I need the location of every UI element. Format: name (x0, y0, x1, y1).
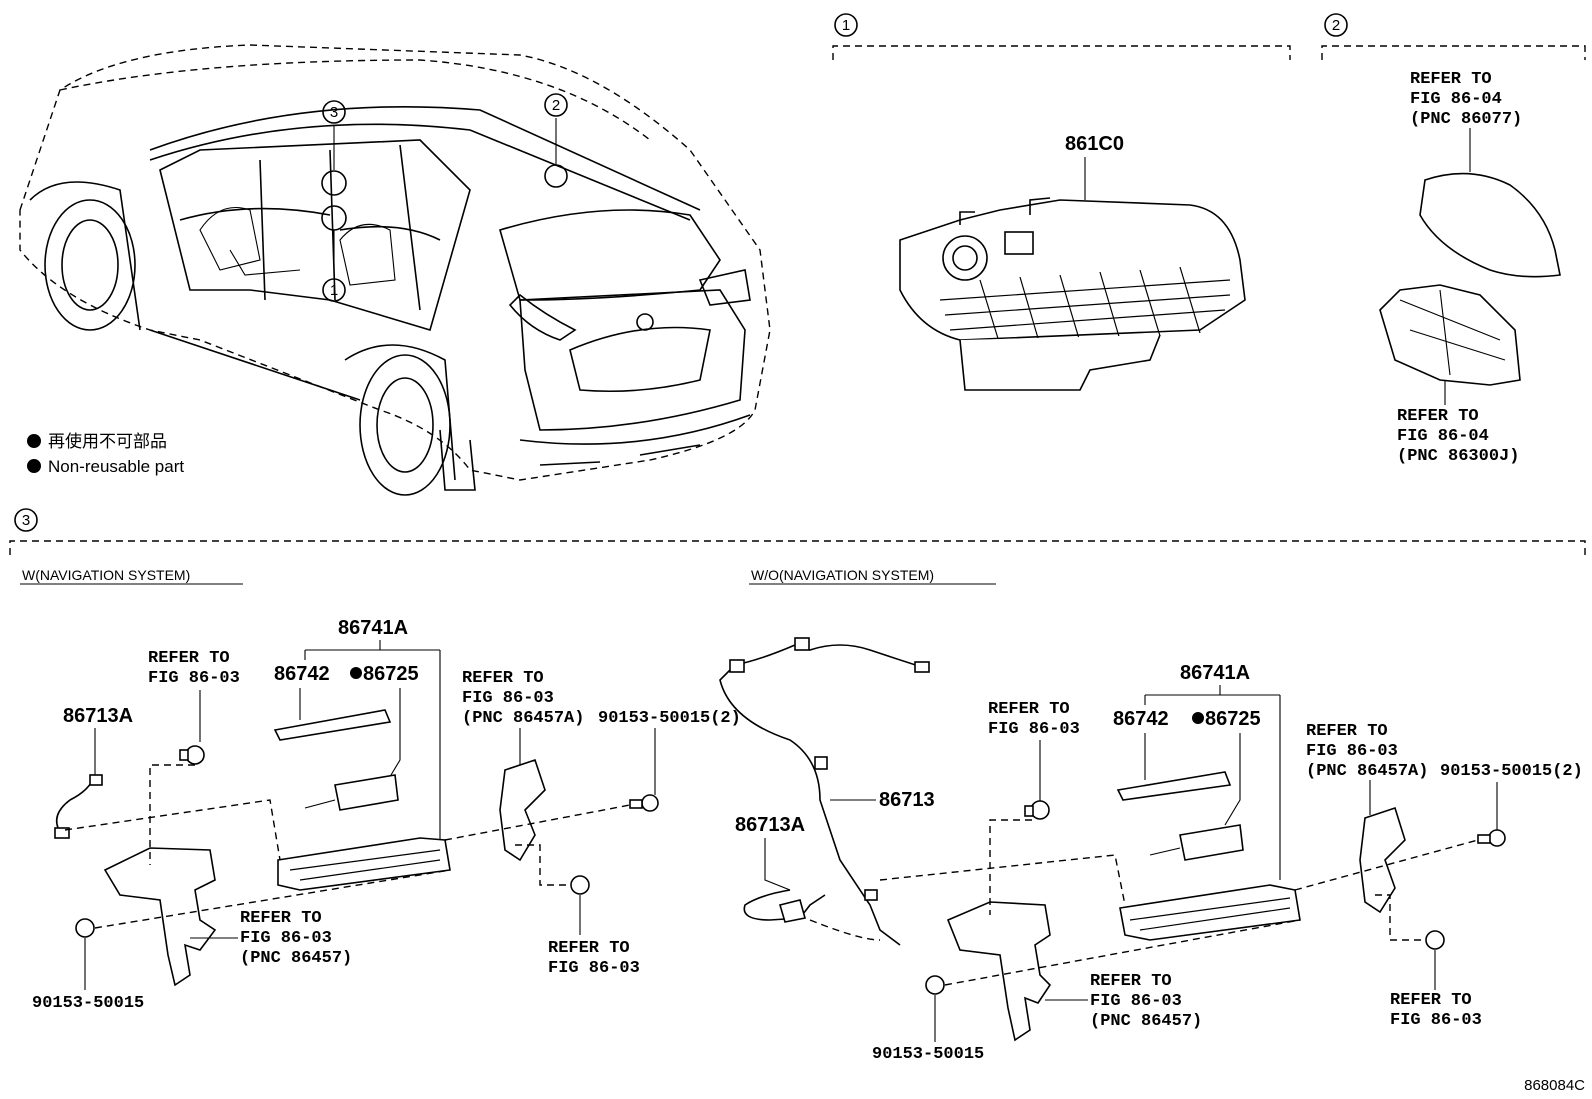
vehicle-marker-3: 3 (322, 100, 346, 124)
without-nav-ref-bracket-1: REFER TO (1306, 722, 1388, 741)
section-1: 1 861C0 (832, 13, 1291, 391)
non-reusable-dot-icon (350, 667, 362, 679)
with-nav-title: W(NAVIGATION SYSTEM) (22, 567, 190, 583)
without-navigation-group: W/O(NAVIGATION SYSTEM) 86713 86713A 8674… (719, 567, 1583, 1064)
legend-en: Non-reusable part (48, 457, 184, 476)
svg-text:1: 1 (842, 17, 850, 34)
with-nav-86713A: 86713A (63, 705, 133, 727)
with-nav-86742: 86742 (274, 663, 330, 685)
without-nav-86713: 86713 (879, 789, 935, 811)
without-nav-ref-bb-1: REFER TO (1090, 972, 1172, 991)
non-reusable-dot-icon (27, 459, 41, 473)
ref-86300J-line2: FIG 86-04 (1397, 427, 1489, 446)
with-nav-ref-bracket-3: (PNC 86457A) (462, 709, 584, 728)
without-nav-ref-br-1: REFER TO (1390, 991, 1472, 1010)
with-nav-ref-bracket-1: REFER TO (462, 669, 544, 688)
with-nav-ref-br-2: FIG 86-03 (548, 959, 640, 978)
svg-text:2: 2 (1332, 17, 1340, 34)
svg-text:1: 1 (330, 282, 338, 299)
svg-text:3: 3 (22, 512, 30, 529)
with-nav-ref-bb-3: (PNC 86457) (240, 949, 352, 968)
with-nav-bolt-bottom: 90153-50015 (32, 994, 144, 1013)
without-nav-ref-bracket-2: FIG 86-03 (1306, 742, 1398, 761)
with-nav-86741A: 86741A (338, 617, 408, 639)
without-nav-86725: 86725 (1205, 708, 1261, 730)
vehicle-marker-2: 2 (544, 93, 568, 117)
legend: 再使用不可部品 Non-reusable part (27, 431, 184, 476)
without-nav-ref-bracket-3: (PNC 86457A) (1306, 762, 1428, 781)
without-nav-ref-top-2: FIG 86-03 (988, 720, 1080, 739)
vehicle-marker-1: 1 (322, 278, 346, 302)
with-nav-ref-br-1: REFER TO (548, 939, 630, 958)
without-nav-86713A: 86713A (735, 814, 805, 836)
with-nav-86725: 86725 (363, 663, 419, 685)
ref-86077-line2: FIG 86-04 (1410, 90, 1502, 109)
with-nav-ref-top-2: FIG 86-03 (148, 669, 240, 688)
without-nav-ref-br-2: FIG 86-03 (1390, 1011, 1482, 1030)
without-nav-title: W/O(NAVIGATION SYSTEM) (751, 567, 934, 583)
with-nav-ref-top-1: REFER TO (148, 649, 230, 668)
ref-86300J-line1: REFER TO (1397, 407, 1479, 426)
with-nav-ref-bb-1: REFER TO (240, 909, 322, 928)
with-nav-ref-bracket-2: FIG 86-03 (462, 689, 554, 708)
vehicle-illustration (19, 44, 771, 496)
ref-86300J-line3: (PNC 86300J) (1397, 447, 1519, 466)
without-nav-bolt-right: 90153-50015(2) (1440, 762, 1583, 781)
without-nav-ref-top-1: REFER TO (988, 700, 1070, 719)
section-2: 2 REFER TO FIG 86-04 (PNC 86077) REFER T… (1321, 13, 1586, 466)
legend-jp: 再使用不可部品 (48, 431, 167, 451)
without-nav-ref-bb-2: FIG 86-03 (1090, 992, 1182, 1011)
section-3: 3 (9, 508, 1586, 555)
svg-text:3: 3 (330, 104, 338, 121)
with-nav-bolt-right: 90153-50015(2) (598, 709, 741, 728)
part-861C0: 861C0 (1065, 133, 1124, 155)
without-nav-bolt-bottom: 90153-50015 (872, 1045, 984, 1064)
without-nav-86741A: 86741A (1180, 662, 1250, 684)
ref-86077-line1: REFER TO (1410, 70, 1492, 89)
with-navigation-group: W(NAVIGATION SYSTEM) 86741A 86742 86725 … (20, 567, 741, 1013)
non-reusable-dot-icon (27, 434, 41, 448)
figure-code: 868084C (1524, 1077, 1585, 1094)
svg-text:2: 2 (552, 97, 560, 114)
non-reusable-dot-icon (1192, 712, 1204, 724)
ref-86077-line3: (PNC 86077) (1410, 110, 1522, 129)
without-nav-ref-bb-3: (PNC 86457) (1090, 1012, 1202, 1031)
without-nav-86742: 86742 (1113, 708, 1169, 730)
with-nav-ref-bb-2: FIG 86-03 (240, 929, 332, 948)
